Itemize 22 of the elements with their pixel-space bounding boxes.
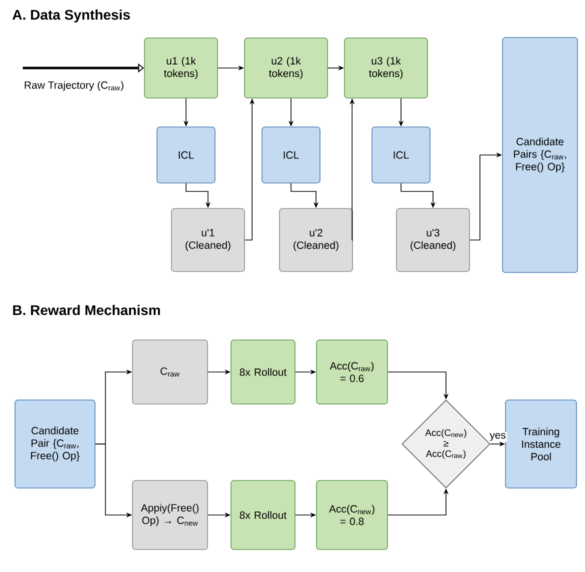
process-box: Acc(C$_{raw}$) = 0.6: [316, 340, 388, 404]
process-box: u'3 (Cleaned): [396, 208, 470, 272]
process-box: ICL: [156, 126, 216, 184]
section-title: B. Reward Mechanism: [13, 304, 160, 316]
section-title: A. Data Synthesis: [12, 9, 130, 23]
process-box: 8x Rollout: [230, 340, 296, 404]
process-box: C$_{raw}$: [132, 340, 208, 404]
input-label: Raw Trajectory (C$_{raw}$): [24, 81, 124, 91]
process-box: ICL: [372, 126, 430, 184]
process-box: Appiy(Free() Op) → C$_{new}$: [132, 480, 208, 550]
process-box: Training Instance Pool: [505, 400, 577, 488]
process-box: u1 (1k tokens): [144, 38, 218, 98]
process-box: Candidate Pair {C$_{raw}$, Free() Op}: [14, 400, 96, 488]
process-box: u'2 (Cleaned): [279, 208, 353, 272]
process-box: u2 (1k tokens): [244, 38, 328, 98]
edge-label: yes: [488, 432, 507, 442]
process-box: Candidate Pairs {C$_{raw}$, Free() Op}: [502, 37, 578, 273]
process-box: u'1 (Cleaned): [171, 208, 245, 272]
process-box: ICL: [262, 126, 320, 184]
process-box: Acc(C$_{new}$) = 0.8: [316, 480, 388, 550]
process-box: u3 (1k tokens): [344, 38, 428, 98]
process-box: 8x Rollout: [230, 480, 296, 550]
